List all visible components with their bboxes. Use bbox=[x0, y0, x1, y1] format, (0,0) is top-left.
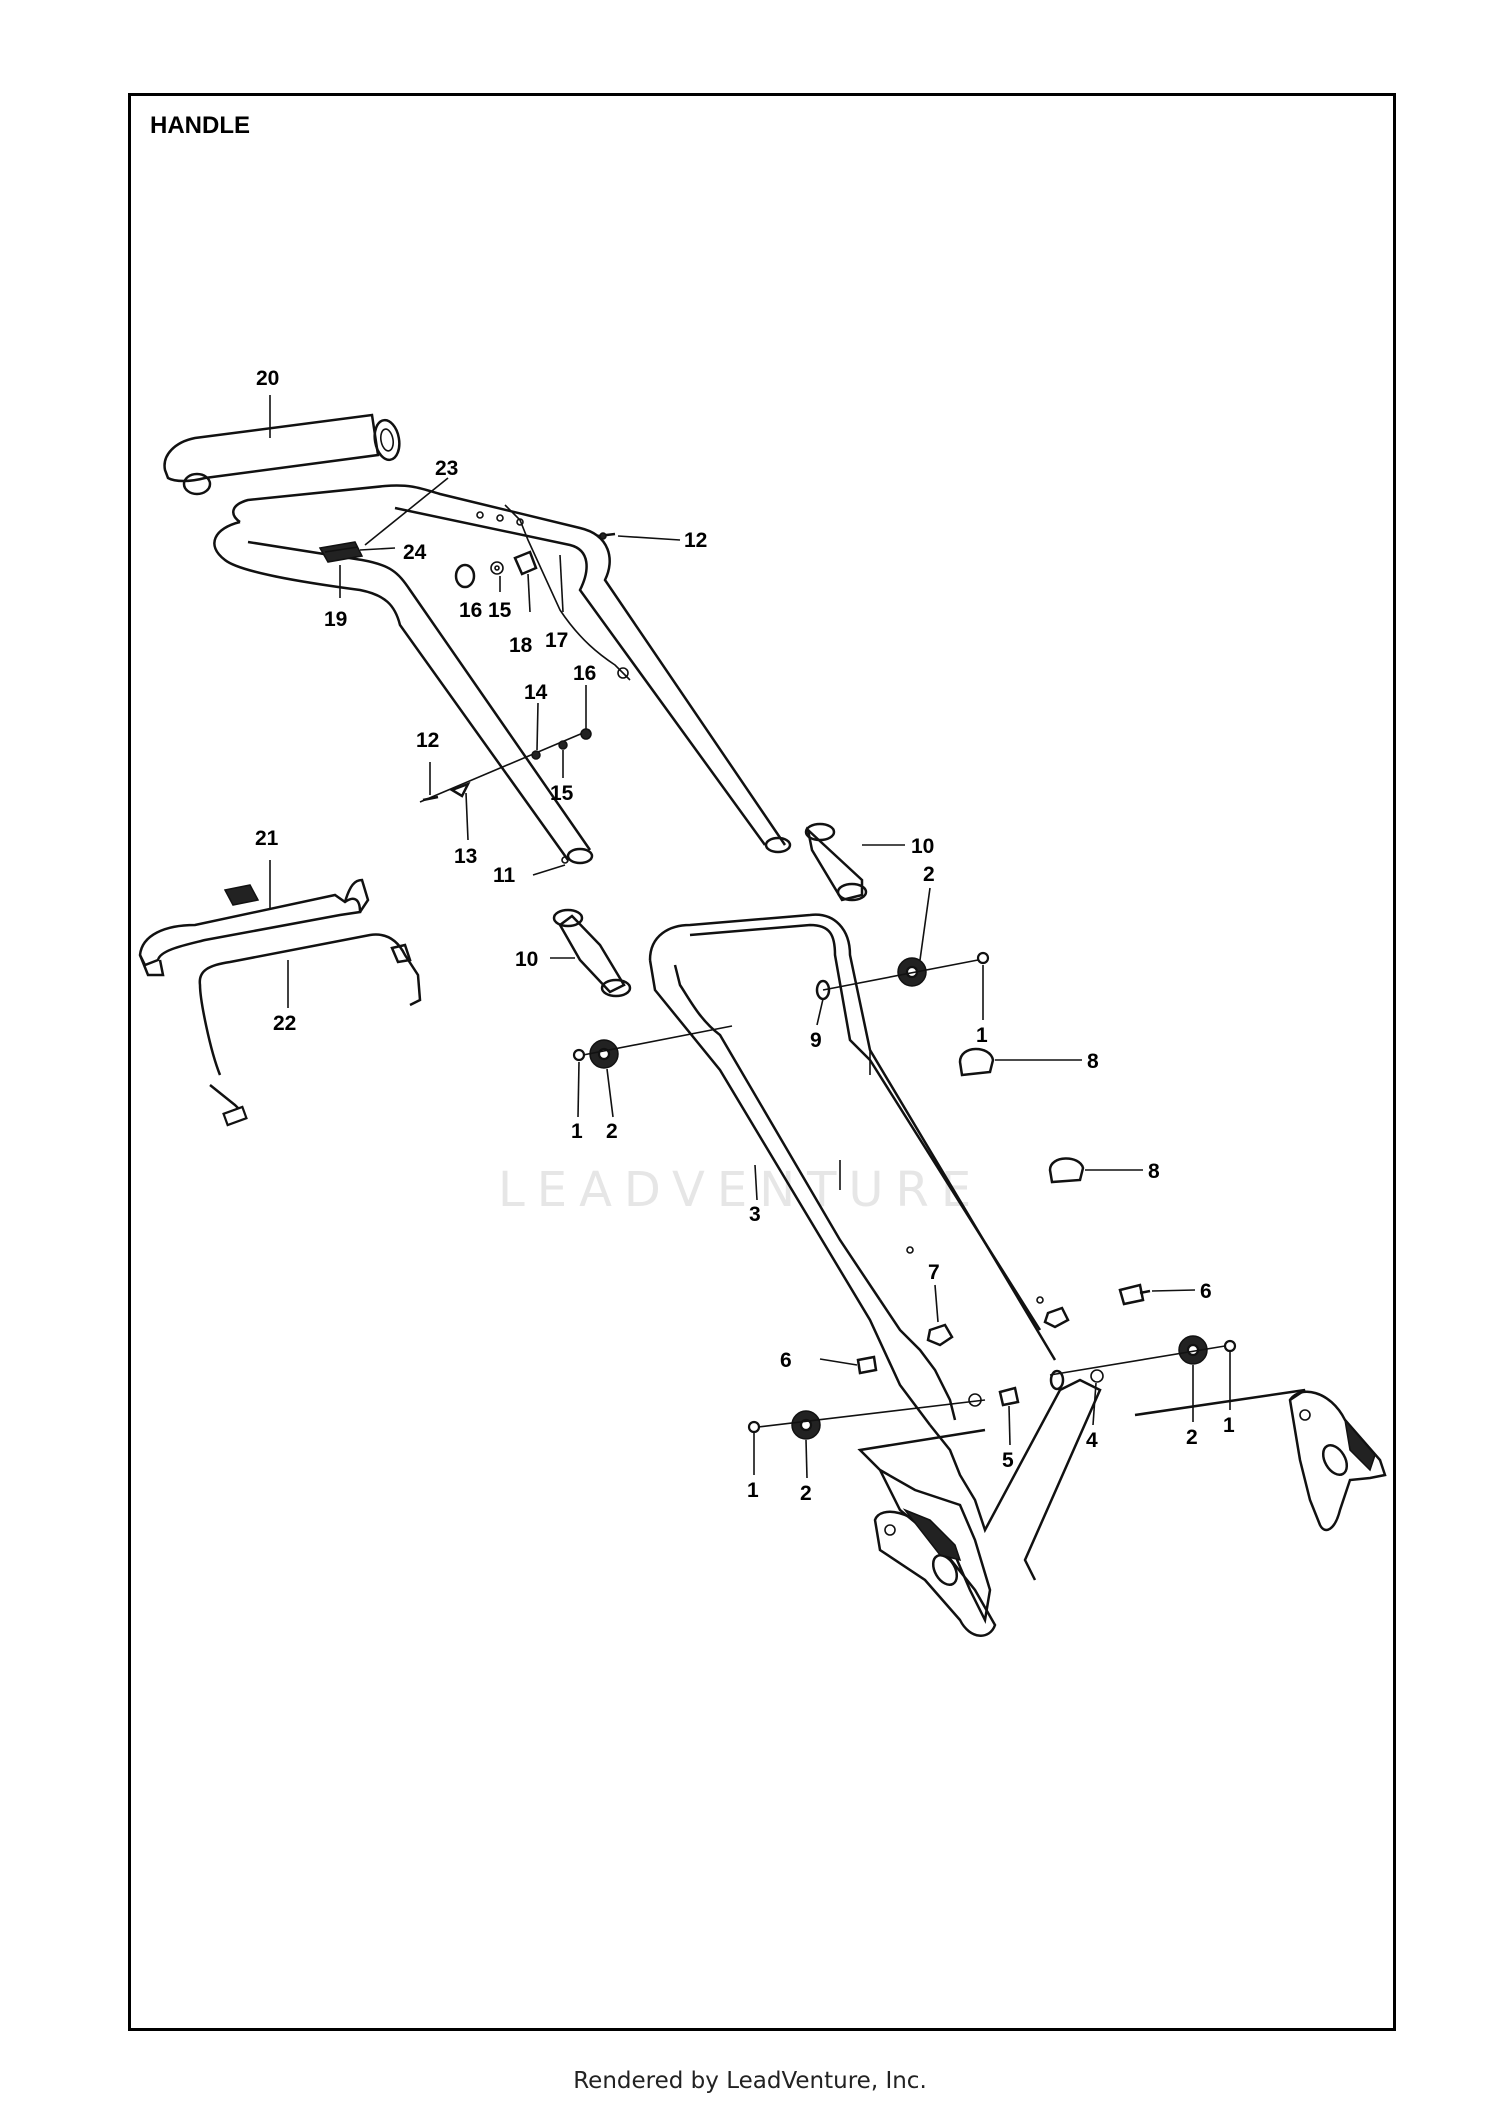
part-10-sleeve-left bbox=[552, 908, 632, 998]
part-7-nut-right bbox=[1043, 1306, 1070, 1329]
callout-15b: 15 bbox=[550, 782, 574, 805]
callout-2d: 2 bbox=[800, 1482, 812, 1505]
bracket-right bbox=[1134, 1388, 1387, 1532]
callout-6a: 6 bbox=[1200, 1280, 1212, 1303]
part-21-bail-bar bbox=[138, 878, 370, 977]
part-2-knob-lower-left bbox=[791, 1410, 821, 1440]
callout-23: 23 bbox=[435, 457, 458, 480]
callout-6b: 6 bbox=[780, 1349, 792, 1372]
callout-1a: 1 bbox=[976, 1024, 988, 1047]
bolt-leader-lines bbox=[582, 959, 1226, 1428]
callout-16b: 16 bbox=[573, 662, 596, 685]
part-17-cable bbox=[504, 504, 631, 681]
part-7-nut bbox=[926, 1323, 954, 1347]
callout-8b: 8 bbox=[1148, 1160, 1160, 1183]
part-5-bolt bbox=[998, 1386, 1020, 1407]
callout-8a: 8 bbox=[1087, 1050, 1099, 1073]
callout-20: 20 bbox=[256, 367, 279, 390]
diagram-frame bbox=[128, 93, 1396, 2031]
callout-16a: 16 bbox=[459, 599, 482, 622]
callout-3: 3 bbox=[749, 1203, 761, 1226]
callout-labels: 20 23 24 19 16 15 18 17 12 16 14 15 12 1… bbox=[255, 367, 1235, 1505]
callout-2a: 2 bbox=[923, 863, 935, 886]
part-18-bracket bbox=[513, 550, 538, 576]
part-20-grip-tube bbox=[163, 413, 401, 496]
callout-17: 17 bbox=[545, 629, 568, 652]
part-24-switch-block bbox=[318, 541, 364, 563]
diagram-title: HANDLE bbox=[150, 112, 250, 139]
callout-22: 22 bbox=[273, 1012, 296, 1035]
part-4-washer bbox=[968, 1369, 1104, 1407]
upper-handle-frame bbox=[213, 484, 792, 865]
part-10-sleeve-right bbox=[804, 822, 868, 902]
callout-7: 7 bbox=[928, 1261, 940, 1284]
callout-2c: 2 bbox=[1186, 1426, 1198, 1449]
part-6-screw-left bbox=[856, 1355, 878, 1375]
bracket-left bbox=[857, 1428, 997, 1637]
callout-14: 14 bbox=[524, 681, 548, 704]
part-8-clip-lower bbox=[1048, 1157, 1085, 1184]
callout-4: 4 bbox=[1086, 1429, 1098, 1452]
callout-21: 21 bbox=[255, 827, 279, 850]
callout-10b: 10 bbox=[515, 948, 538, 971]
part-16-cap-top bbox=[454, 563, 476, 589]
part-15-washer-top bbox=[490, 561, 504, 575]
callout-leaders bbox=[269, 395, 1231, 1479]
footer-credit: Rendered by LeadVenture, Inc. bbox=[573, 2068, 927, 2094]
callout-13: 13 bbox=[454, 845, 477, 868]
part-12-screw-top bbox=[597, 532, 616, 540]
part-carriage-bolt-right bbox=[1049, 1369, 1065, 1391]
callout-12b: 12 bbox=[416, 729, 439, 752]
callout-11: 11 bbox=[493, 864, 516, 887]
callout-2b: 2 bbox=[606, 1120, 618, 1143]
part-8-clip-upper bbox=[958, 1047, 995, 1077]
part-3-lower-handle bbox=[648, 913, 1102, 1581]
callout-5: 5 bbox=[1002, 1449, 1014, 1472]
watermark-text: LEADVENTURE bbox=[498, 1162, 984, 1218]
callout-15a: 15 bbox=[488, 599, 512, 622]
callout-24: 24 bbox=[403, 541, 427, 564]
callout-1b: 1 bbox=[571, 1120, 583, 1143]
part-2-knob-upper-left bbox=[589, 1039, 619, 1069]
callout-1c: 1 bbox=[1223, 1414, 1235, 1437]
callout-19: 19 bbox=[324, 608, 347, 631]
callout-10a: 10 bbox=[911, 835, 934, 858]
callout-1d: 1 bbox=[747, 1479, 759, 1502]
callout-18: 18 bbox=[509, 634, 533, 657]
part-1-nuts bbox=[572, 951, 1237, 1434]
callout-12a: 12 bbox=[684, 529, 707, 552]
middle-hardware-set bbox=[419, 728, 592, 803]
part-6-screw-right bbox=[1118, 1283, 1151, 1306]
part-22-bail-rod bbox=[198, 933, 422, 1127]
callout-9: 9 bbox=[810, 1029, 822, 1052]
